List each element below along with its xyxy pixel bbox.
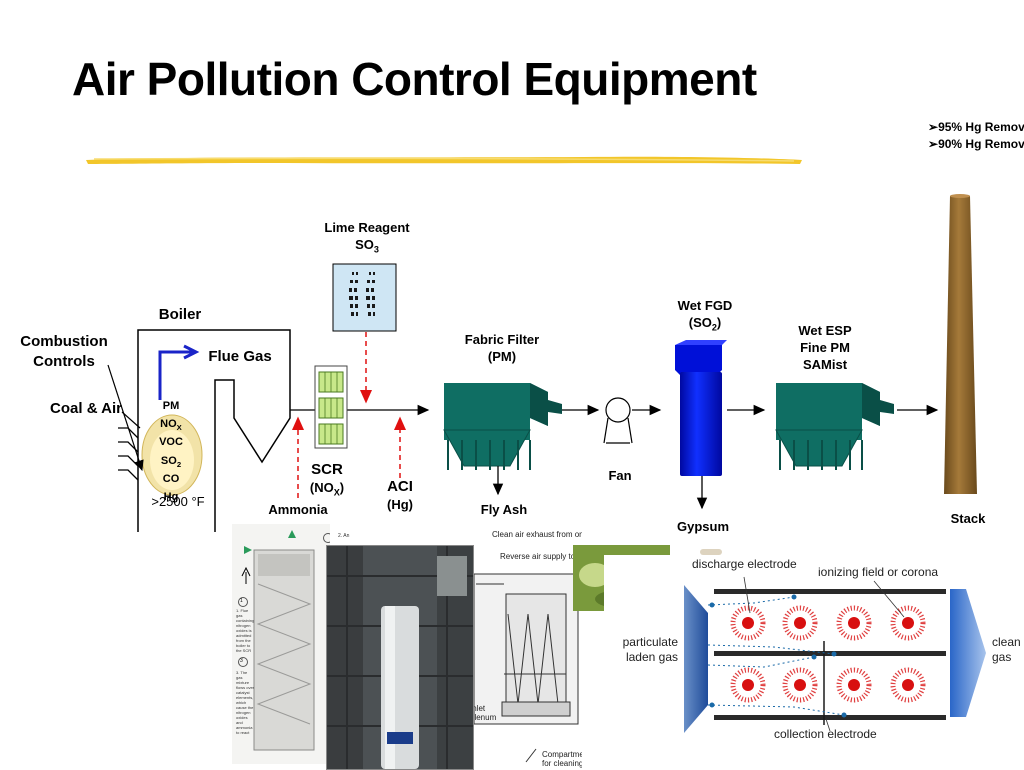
fan-unit [603,397,633,444]
scr-unit [314,365,348,449]
burner-inlets [118,427,139,481]
stack-note-2: ➢90% Hg Removal [928,137,1024,151]
emissions-list: PM NOX VOC SO2 CO Hg [146,399,196,508]
plant-photo-drawing [327,546,473,769]
page-title: Air Pollution Control Equipment [72,53,757,105]
stack-note-1: ➢95% Hg Removal [928,120,1024,134]
scr-step-3: 3 [240,658,243,664]
combustion-arrow [107,364,144,472]
injection-arrows [292,332,406,498]
title-underline [86,156,802,164]
combustion-controls-label: Combustion Controls [20,333,108,370]
stack-notes: ➢95% Hg Removal ➢90% Hg Removal [928,119,1024,153]
fabric-filter-unit [443,383,562,470]
scr-step-1-text: 1. Flue gas containing nitrogen oxides i… [236,608,255,653]
stack-label: Stack [950,511,986,526]
baghouse-diagram-image: Clean air exhaust from on-line compartme… [466,524,582,768]
emission-item: Hg [163,490,179,503]
esp-discharge-electrode-label: discharge electrode [692,557,797,571]
emission-item: PM [162,400,180,412]
lime-reagent-box [332,263,397,332]
boiler-outline [137,329,291,532]
flue-gas-arrow [158,344,200,400]
esp-ionizing-field-label: ionizing field or corona [818,565,939,579]
gypsum-label: Gypsum [676,519,729,534]
flue-gas-label: Flue Gas [208,348,272,365]
esp-clean-gas-label: clean gas [992,635,1021,664]
coal-air-arrow [121,411,141,429]
ammonia-label: Ammonia [268,502,328,517]
plant-photo [326,545,474,770]
stack-chimney [944,194,977,494]
aci-label: ACI (Hg) [387,478,413,512]
gypsum-photo [700,549,722,555]
wet-fgd-unit [675,340,727,476]
temperature-label: >2500 °F [151,494,205,509]
corona-stars [730,605,926,703]
baghouse-drawing [473,573,579,763]
esp-collection-electrode-label: collection electrode [774,727,877,741]
scr-step-1: 1 [240,598,243,604]
fly-ash-label: Fly Ash [480,502,528,517]
wet-fgd-label: Wet FGD (SO2) [677,298,733,333]
burner-flame [141,414,203,496]
baghouse-callout-clean-air: Clean air exhaust from on-line compartme… [492,530,582,539]
esp-principle-image: discharge electrode ionizing field or co… [604,555,1024,768]
fabric-filter-label: Fabric Filter (PM) [464,332,540,364]
emission-item: NOX [160,418,182,433]
emission-item: CO [162,472,180,485]
wet-esp-unit [775,383,894,470]
baghouse-callout-reverse-air: Reverse air supply to off-line compartme… [500,552,582,561]
scr-cutaway-drawing [238,530,330,751]
esp-principle-drawing [662,555,1024,768]
boiler-label: Boiler [158,306,202,323]
baghouse-inlet-label: Inlet plenum [470,704,497,722]
baghouse-callout-offline: Compartment off-line for cleaning [542,750,582,768]
scr-step-2-label: 2. An [338,533,350,539]
scr-step-3-text: 3. The gas mixture flows over catalyst e… [236,670,255,735]
emission-item: VOC [159,436,183,449]
scr-cutaway-image: 1 3 1. Flue gas containing nitrogen oxid… [232,524,330,764]
wet-esp-label: Wet ESP Fine PM SAMist [798,323,852,372]
coal-air-label: Coal & Air [50,400,122,417]
emission-item: SO2 [160,454,182,469]
esp-particulate-label: particulate laden gas [622,635,678,664]
scr-label: SCR (NOX) [309,461,345,498]
lime-reagent-label: Lime Reagent SO3 [324,220,410,255]
fan-label: Fan [608,468,632,483]
